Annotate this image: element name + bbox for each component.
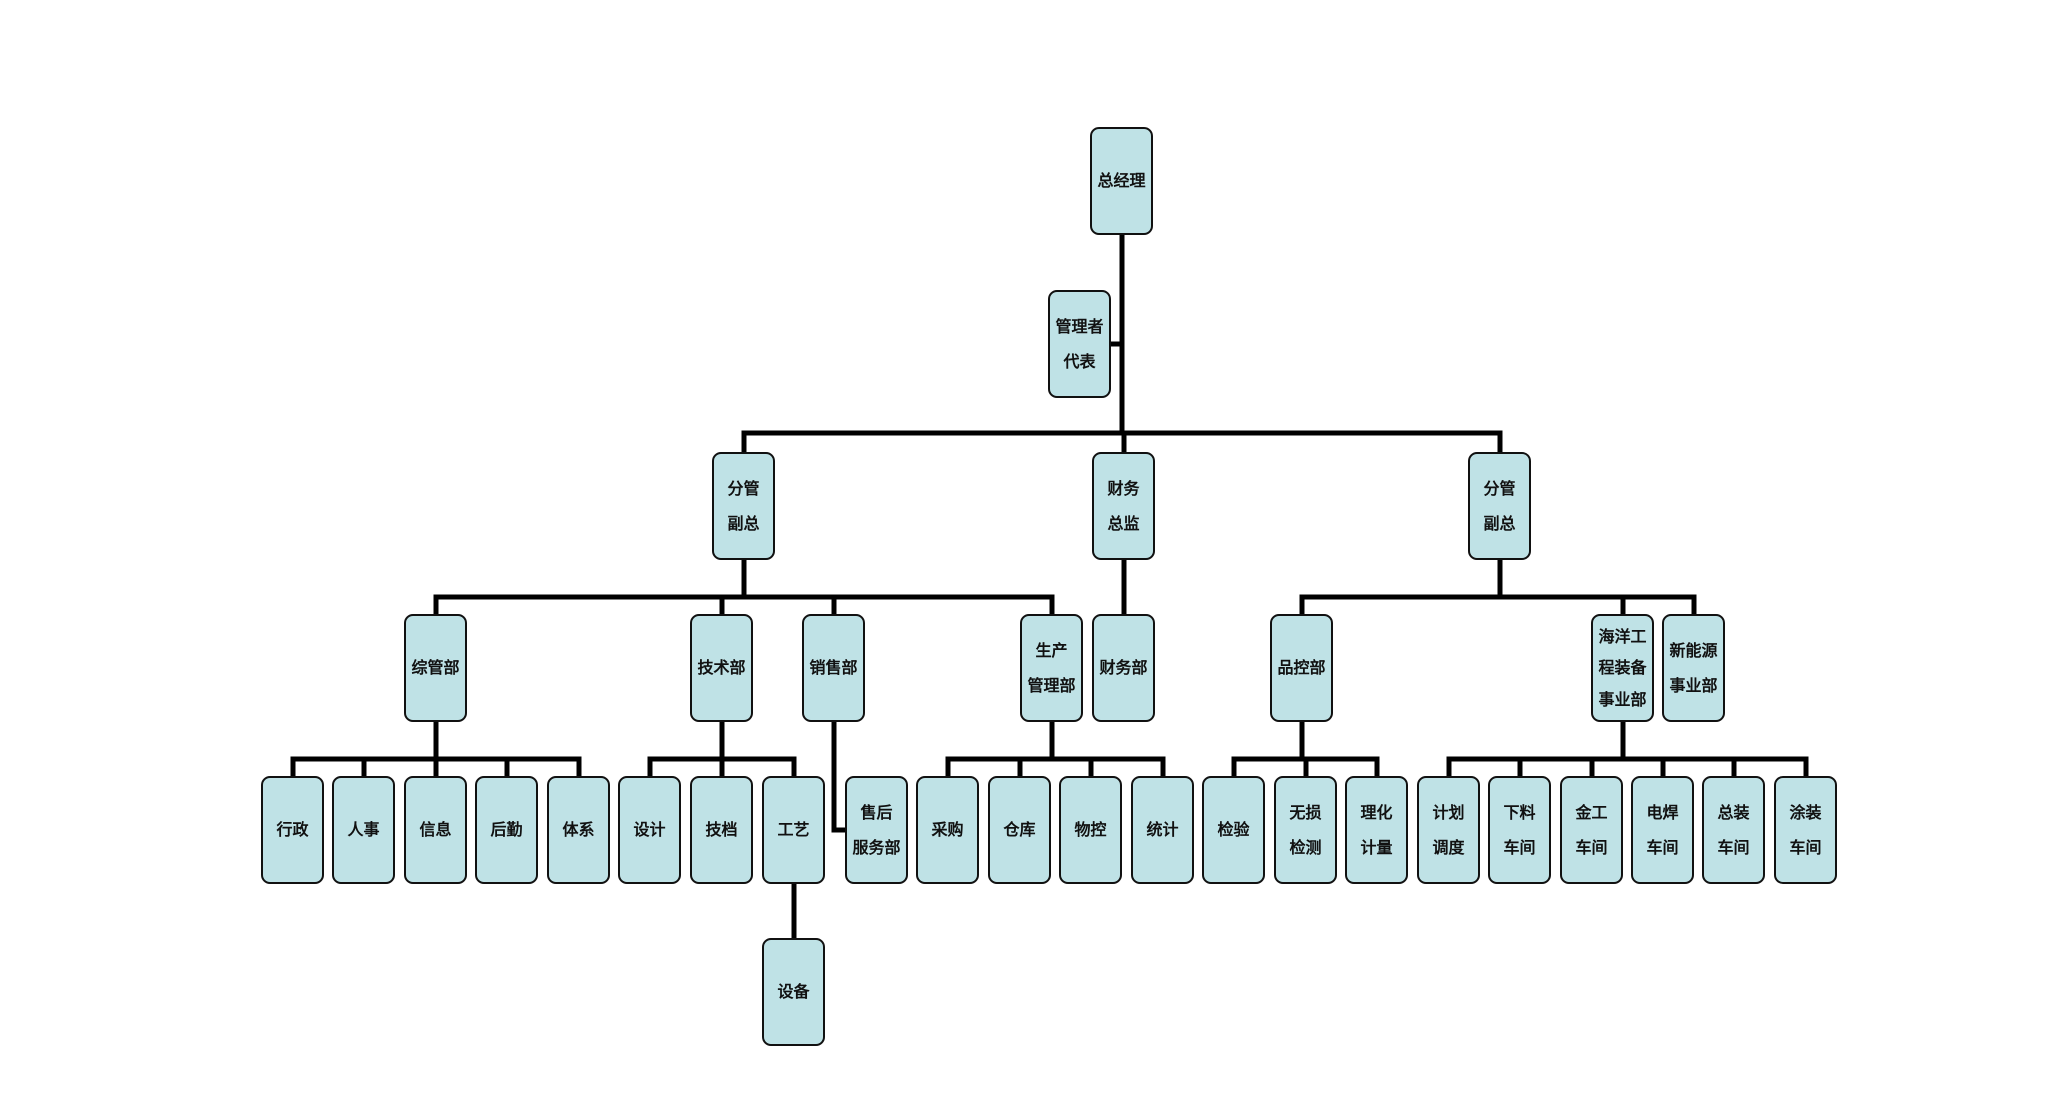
- node-label: 下料 车间: [1503, 802, 1536, 857]
- node-equipment: 设备: [762, 938, 825, 1046]
- node-label: 采购: [931, 820, 964, 840]
- node-general-manager: 总经理: [1090, 127, 1153, 235]
- node-label: 分管 副总: [1483, 478, 1516, 533]
- node-label: 分管 副总: [727, 478, 760, 533]
- node-production-child: 采购: [916, 776, 979, 884]
- node-label: 财务 总监: [1107, 478, 1140, 533]
- node-production-child: 统计: [1131, 776, 1194, 884]
- node-admin-child: 体系: [547, 776, 610, 884]
- node-newenergy-dept: 新能源 事业部: [1662, 614, 1725, 722]
- node-label: 体系: [562, 820, 595, 840]
- node-label: 综管部: [411, 658, 460, 678]
- node-label: 人事: [347, 820, 380, 840]
- node-label: 工艺: [777, 820, 810, 840]
- node-qc-child: 检验: [1202, 776, 1265, 884]
- node-marine-child: 计划 调度: [1417, 776, 1480, 884]
- node-label: 物控: [1074, 820, 1107, 840]
- node-qc-child: 无损 检测: [1274, 776, 1337, 884]
- node-tech-dept: 技术部: [690, 614, 753, 722]
- node-label: 设计: [633, 820, 666, 840]
- node-production-child: 物控: [1059, 776, 1122, 884]
- node-marine-child: 金工 车间: [1560, 776, 1623, 884]
- node-label: 总经理: [1097, 171, 1146, 191]
- node-admin-child: 行政: [261, 776, 324, 884]
- node-label: 统计: [1146, 820, 1179, 840]
- node-marine-child: 电焊 车间: [1631, 776, 1694, 884]
- node-tech-child: 设计: [618, 776, 681, 884]
- node-label: 信息: [419, 820, 452, 840]
- node-qc-child: 理化 计量: [1345, 776, 1408, 884]
- node-label: 计划 调度: [1432, 802, 1465, 857]
- node-label: 新能源 事业部: [1669, 640, 1718, 695]
- node-label: 海洋工 程装备 事业部: [1598, 627, 1647, 709]
- node-sales-dept: 销售部: [802, 614, 865, 722]
- node-label: 总装 车间: [1717, 802, 1750, 857]
- node-label: 检验: [1217, 820, 1250, 840]
- node-label: 无损 检测: [1289, 802, 1322, 857]
- node-label: 品控部: [1277, 658, 1326, 678]
- node-label: 管理者 代表: [1055, 316, 1104, 371]
- node-label: 后勤: [490, 820, 523, 840]
- node-vp-left: 分管 副总: [712, 452, 775, 560]
- node-admin-dept: 综管部: [404, 614, 467, 722]
- node-marine-child: 下料 车间: [1488, 776, 1551, 884]
- node-label: 销售部: [809, 658, 858, 678]
- node-tech-child: 技档: [690, 776, 753, 884]
- node-tech-child: 工艺: [762, 776, 825, 884]
- node-label: 仓库: [1003, 820, 1036, 840]
- node-label: 技档: [705, 820, 738, 840]
- node-admin-child: 人事: [332, 776, 395, 884]
- node-label: 设备: [777, 982, 810, 1002]
- node-marine-child: 涂装 车间: [1774, 776, 1837, 884]
- node-marine-child: 总装 车间: [1702, 776, 1765, 884]
- node-admin-child: 后勤: [475, 776, 538, 884]
- node-label: 售后 服务部: [852, 802, 901, 857]
- node-management-rep: 管理者 代表: [1048, 290, 1111, 398]
- node-admin-child: 信息: [404, 776, 467, 884]
- node-finance-dept: 财务部: [1092, 614, 1155, 722]
- node-label: 财务部: [1099, 658, 1148, 678]
- node-label: 涂装 车间: [1789, 802, 1822, 857]
- node-label: 理化 计量: [1360, 802, 1393, 857]
- node-qc-dept: 品控部: [1270, 614, 1333, 722]
- node-label: 金工 车间: [1575, 802, 1608, 857]
- node-label: 行政: [276, 820, 309, 840]
- node-production-dept: 生产 管理部: [1020, 614, 1083, 722]
- node-label: 电焊 车间: [1646, 802, 1679, 857]
- node-label: 生产 管理部: [1027, 640, 1076, 695]
- node-marine-dept: 海洋工 程装备 事业部: [1591, 614, 1654, 722]
- node-production-child: 仓库: [988, 776, 1051, 884]
- node-aftersales: 售后 服务部: [845, 776, 908, 884]
- node-cfo: 财务 总监: [1092, 452, 1155, 560]
- node-label: 技术部: [697, 658, 746, 678]
- node-vp-right: 分管 副总: [1468, 452, 1531, 560]
